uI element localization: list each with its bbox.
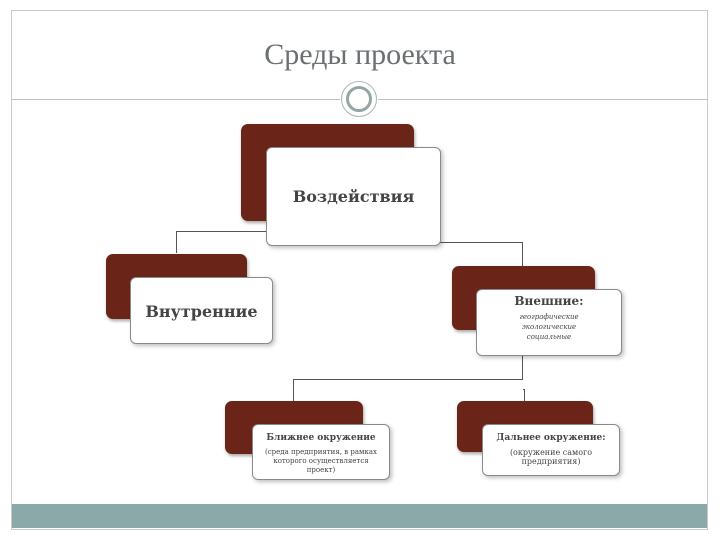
root-node: Воздействия — [266, 147, 441, 246]
near-node-desc: которого осуществляется — [273, 457, 369, 465]
far-node-desc: (окружение самого — [509, 448, 593, 457]
title-rule-left — [12, 99, 340, 100]
connector-line — [293, 379, 523, 380]
internal-node: Внутренние — [130, 277, 273, 344]
connector-line — [524, 389, 525, 401]
internal-node-label: Внутренние — [145, 302, 258, 321]
connector-line — [522, 242, 523, 266]
far-node-label: Дальнее окружение: — [496, 433, 606, 443]
external-node: Внешние: географические экологические со… — [476, 289, 622, 356]
near-node-label: Ближнее окружение — [266, 433, 376, 443]
external-item: экологические — [521, 323, 577, 331]
external-item: социальные — [526, 333, 572, 341]
connector-line — [176, 231, 177, 253]
footer-bar — [12, 504, 707, 528]
connector-line — [440, 242, 522, 243]
connector-line — [293, 379, 294, 401]
near-node-desc: проект) — [306, 466, 336, 474]
ornament-ring-icon — [341, 81, 377, 117]
title-rule-right — [378, 99, 708, 100]
external-item: географические — [519, 313, 579, 321]
external-node-label: Внешние: — [514, 294, 584, 308]
connector-line — [176, 231, 328, 232]
near-node-desc: (среда предприятия, в рамках — [265, 448, 377, 456]
near-node: Ближнее окружение (среда предприятия, в … — [252, 424, 390, 480]
far-node-desc: предприятия) — [521, 457, 581, 466]
far-node: Дальнее окружение: (окружение самого пре… — [482, 424, 620, 476]
slide-title: Среды проекта — [264, 38, 456, 71]
slide-frame — [11, 10, 708, 530]
root-node-label: Воздействия — [292, 187, 415, 206]
connector-line — [522, 355, 523, 379]
